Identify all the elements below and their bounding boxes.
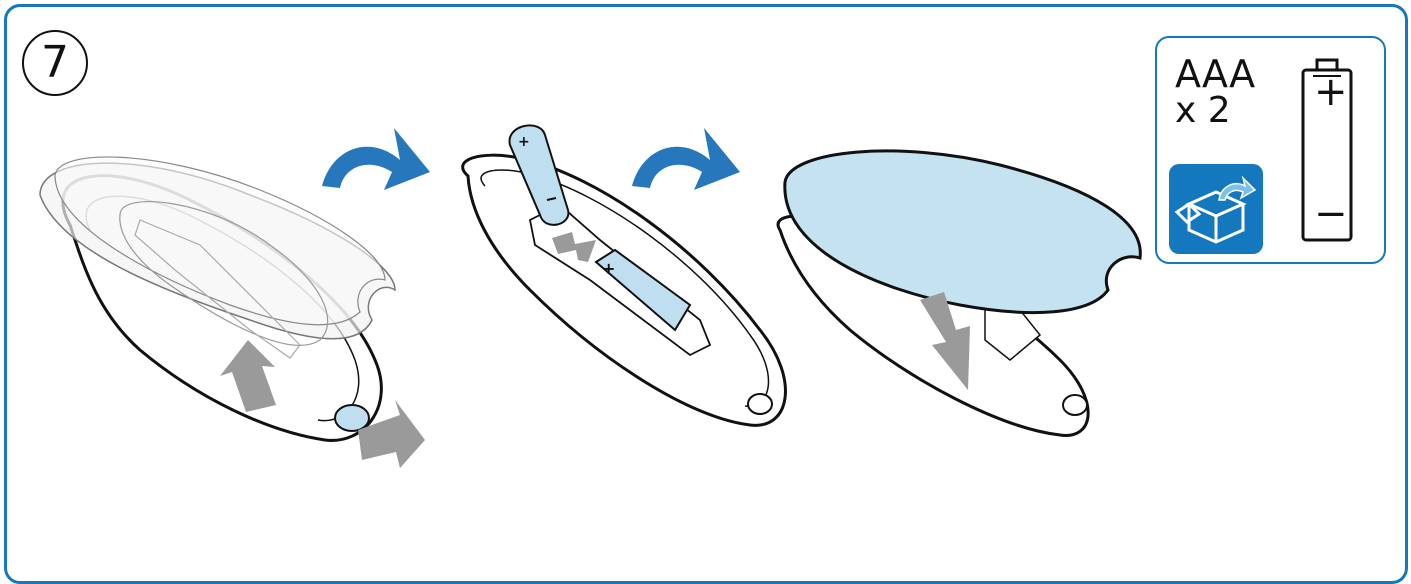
box-icon bbox=[1169, 164, 1263, 254]
step-number: 7 bbox=[41, 37, 69, 88]
battery-minus-symbol: − bbox=[1314, 191, 1348, 237]
remote-inserting-batteries: + + bbox=[461, 124, 787, 427]
battery-type-label: AAA bbox=[1175, 52, 1256, 96]
battery-icon: + − bbox=[1295, 56, 1365, 250]
battery-plus-mark-2: + bbox=[518, 134, 530, 150]
remote-closing-cover bbox=[776, 149, 1142, 437]
curved-arrow-icon-2 bbox=[632, 128, 740, 190]
battery-plus-mark: + bbox=[602, 259, 615, 278]
battery-plus-symbol: + bbox=[1314, 69, 1348, 115]
curved-arrow-icon bbox=[322, 128, 430, 190]
battery-quantity-label: x 2 bbox=[1175, 90, 1231, 131]
remote-open-cover bbox=[39, 156, 425, 468]
battery-info-panel: AAA x 2 + − bbox=[1155, 36, 1386, 264]
step-number-badge: 7 bbox=[22, 30, 88, 96]
